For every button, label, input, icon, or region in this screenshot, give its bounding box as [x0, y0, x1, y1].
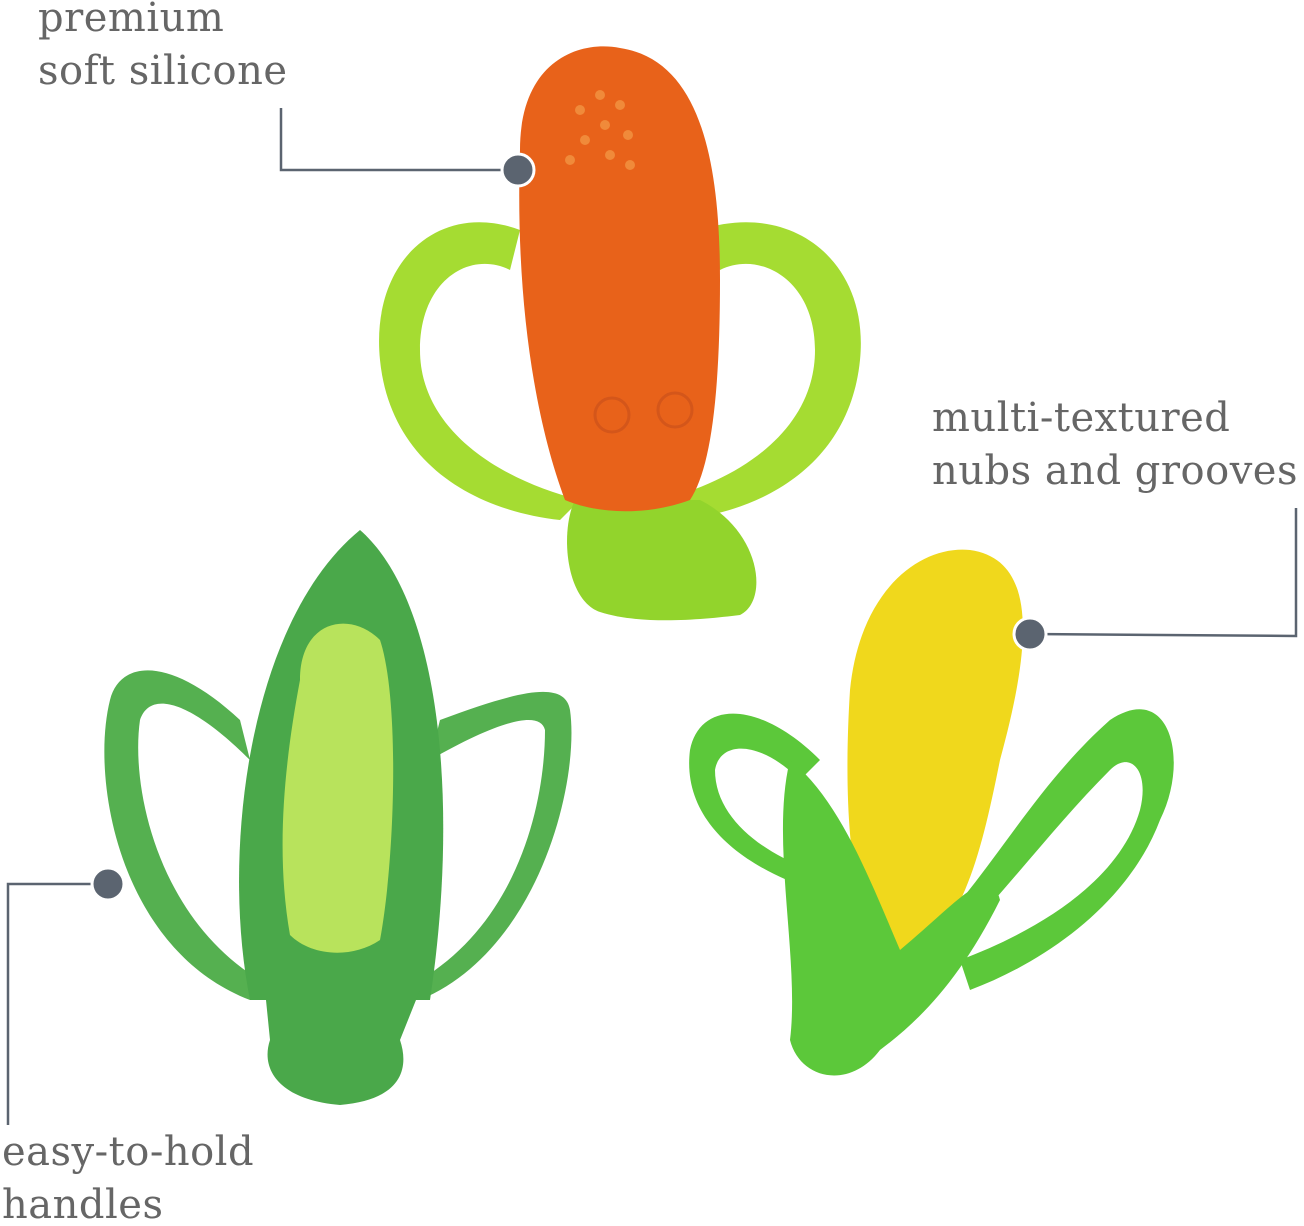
corn-teether — [689, 549, 1174, 1076]
callout-handles: easy-to-hold handles — [2, 1126, 254, 1226]
callout-silicone-connector — [279, 108, 518, 172]
callout-silicone-line2: soft silicone — [38, 48, 288, 94]
pea-pod-teether — [104, 530, 572, 1105]
callout-texture-line2: nubs and grooves — [932, 448, 1298, 494]
callout-silicone: premium soft silicone — [38, 0, 288, 98]
callout-handles-connector — [6, 882, 108, 1125]
callout-handles-line1: easy-to-hold — [2, 1129, 255, 1175]
carrot-teether — [379, 46, 861, 621]
callout-texture-line1: multi-textured — [932, 395, 1231, 441]
callout-texture: multi-textured nubs and grooves — [932, 392, 1298, 498]
callout-silicone-dot — [500, 152, 536, 188]
callout-handles-line2: handles — [2, 1182, 164, 1226]
callout-texture-dot — [1012, 616, 1048, 652]
callout-handles-dot — [90, 866, 126, 902]
callout-silicone-line1: premium — [38, 0, 225, 41]
callout-texture-connector — [1029, 508, 1298, 638]
